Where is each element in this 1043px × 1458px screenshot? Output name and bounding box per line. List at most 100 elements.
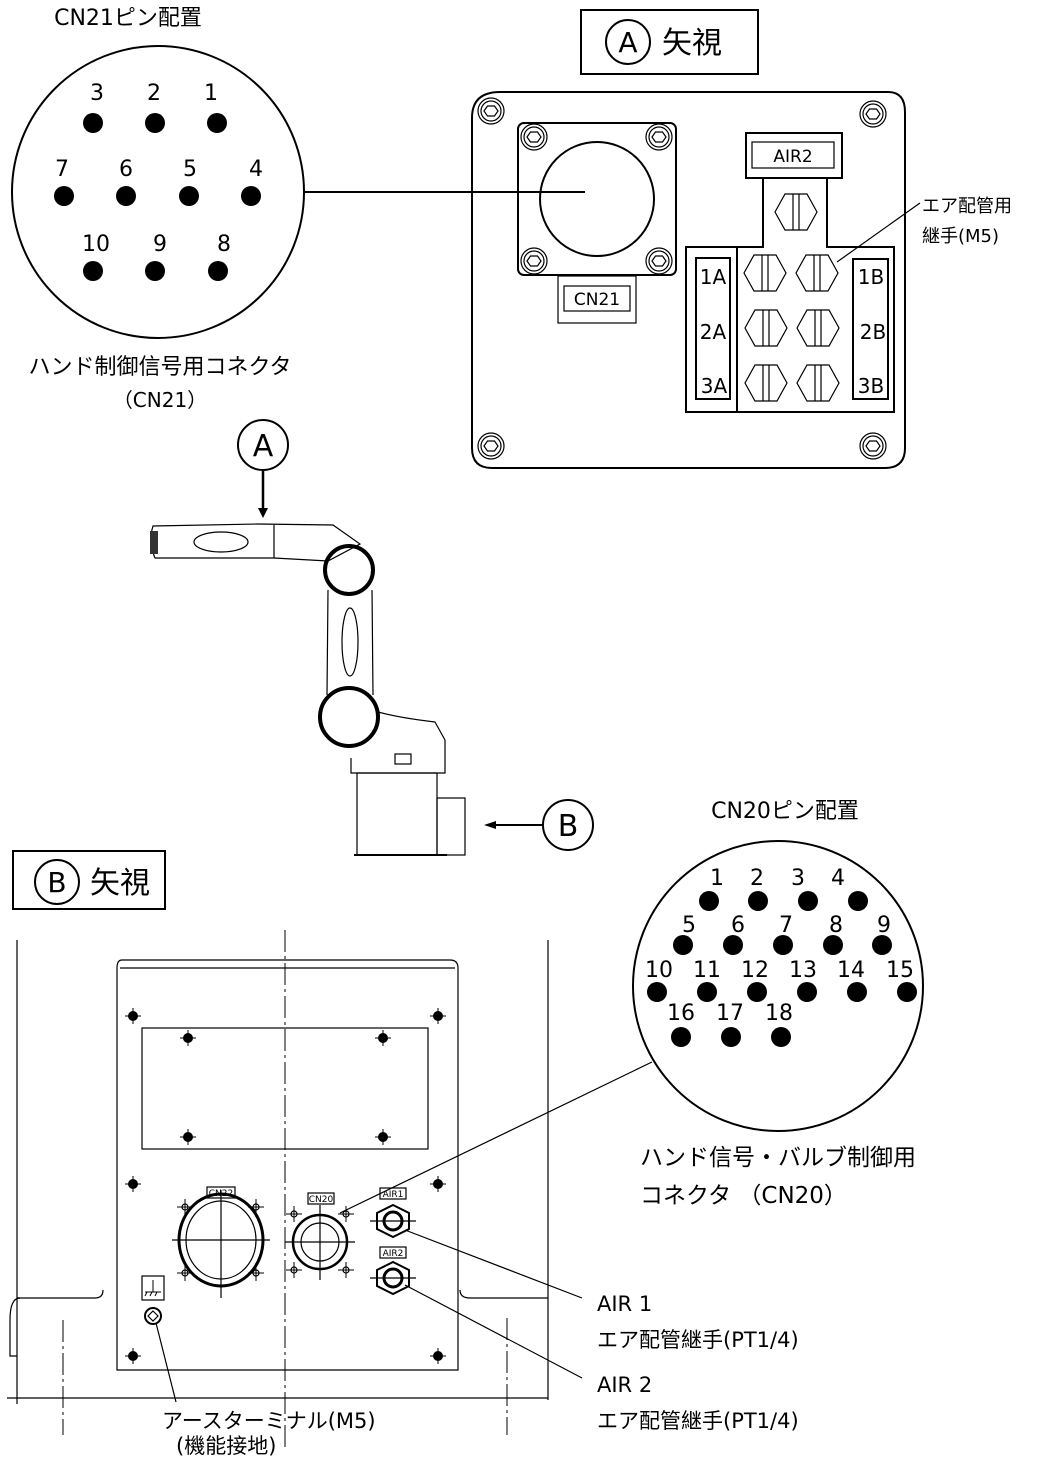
flange-bolt-icon: [645, 247, 673, 275]
robot-base-upper: [350, 711, 446, 774]
panel-screw-icon: [374, 1029, 392, 1047]
cn21-pin-label: 7: [55, 157, 69, 182]
cn20-screw-icon: [337, 1261, 355, 1279]
port-label-2b: 2B: [860, 320, 886, 344]
panel-screw-icon: [429, 1007, 447, 1025]
cn20-pin: [747, 982, 767, 1002]
air2-callout-leader: [404, 1284, 583, 1379]
air1-label-box: [379, 1187, 407, 1200]
cn21-pin: [83, 113, 103, 133]
cn21-caption: ハンド制御信号用コネクタ: [28, 355, 291, 380]
cn22-screw-icon: [247, 1264, 265, 1282]
view-b-air2-label: AIR2: [383, 1249, 404, 1259]
cn21-pin-label: 2: [147, 81, 161, 106]
plate-bolt-icon: [477, 432, 505, 460]
port-label-1b: 1B: [858, 265, 884, 289]
cn20-pin-label: 7: [779, 913, 793, 938]
cn21-flange: [517, 122, 677, 276]
cn20-pin-label: 5: [682, 913, 696, 938]
panel-screw-icon: [124, 1007, 142, 1025]
panel-cover-plate: [141, 1027, 429, 1150]
cn21-pin: [116, 186, 136, 206]
cn21-pin-label: 1: [204, 81, 218, 106]
cn22-screw-icon: [176, 1264, 194, 1282]
robot-shoulder-joint: [318, 686, 380, 748]
fitting-1b-icon: [795, 254, 839, 292]
cn20-pin: [848, 891, 868, 911]
cn22-screw-icon: [247, 1198, 265, 1216]
cn21-pin-label: 4: [249, 157, 263, 182]
cn20-pin: [647, 982, 667, 1002]
cn20-pin-label: 12: [741, 958, 769, 983]
cn21-pin: [83, 261, 103, 281]
robot-end-effector-flange: [150, 531, 158, 554]
air1-callout-title: AIR 1: [597, 1292, 652, 1316]
robot-elbow-joint: [323, 544, 375, 596]
cn20-pin-label: 10: [645, 958, 673, 983]
cn20-label-box: [307, 1192, 335, 1205]
cn22-screw-icon: [176, 1198, 194, 1216]
cn20-pin: [773, 935, 793, 955]
cn20-pin-label: 14: [837, 958, 865, 983]
cn20-screw-icon: [337, 1205, 355, 1223]
cn20-pin-label: 13: [789, 958, 817, 983]
view-b-marker-circle: [34, 859, 80, 905]
cn21-pin: [241, 186, 261, 206]
air2-label-box: [379, 1246, 407, 1259]
robot-base-rear-panel: [436, 797, 466, 856]
air2-label-box: [751, 141, 835, 169]
earth-terminal-screw-icon: [147, 1310, 159, 1322]
cn20-pin-label: 4: [831, 866, 845, 891]
base-step-line: [17, 1289, 548, 1299]
cn20-pin: [847, 982, 867, 1002]
cn21-pin-label: 3: [90, 81, 104, 106]
panel-screw-icon: [429, 1347, 447, 1365]
view-b-title: 矢視: [90, 866, 150, 901]
air1-fitting-icon: [376, 1203, 410, 1239]
earth-symbol-box: [141, 1275, 165, 1301]
cn21-pin: [179, 186, 199, 206]
robot-forearm-window: [193, 531, 249, 553]
cn20-pin: [721, 1027, 741, 1047]
cn21-receptacle: [539, 141, 655, 257]
view-b: B 矢視 CN22: [7, 850, 799, 1458]
view-a-cn21-label: CN21: [574, 290, 620, 310]
cn20-connector-face: [632, 840, 924, 1132]
view-a-plate: [471, 91, 906, 469]
cn20-pin-label: 16: [667, 1001, 695, 1026]
view-b-arrowhead-icon: [484, 821, 496, 829]
base-left-stub: [9, 1297, 21, 1357]
robot-upper-arm-edge: [371, 589, 374, 696]
view-a: A 矢視 CN21 AIR2 1A 2A 3A 1B 2B 3B: [471, 9, 1012, 469]
cn20-pin-label: 3: [791, 866, 805, 891]
panel-screw-icon: [429, 1175, 447, 1193]
flange-bolt-icon: [520, 123, 548, 151]
cn20-pin: [748, 891, 768, 911]
air2-fitting-icon: [774, 193, 818, 231]
panel-screw-icon: [124, 1175, 142, 1193]
cn20-pin-label: 6: [731, 913, 745, 938]
air1-callout-leader: [404, 1229, 583, 1299]
view-b-title-box: [12, 850, 166, 910]
port-label-3a: 3A: [701, 374, 728, 398]
cn20-pin: [671, 1027, 691, 1047]
plate-bolt-icon: [477, 97, 505, 125]
cn20-screw-icon: [285, 1205, 303, 1223]
fitting-1a-icon: [743, 254, 787, 292]
port-label-1a: 1A: [700, 265, 727, 289]
fitting-2a-icon: [744, 309, 788, 347]
view-a-marker-circle: [605, 19, 651, 65]
cn21-label-plate: [557, 275, 637, 324]
cn20-pin: [771, 1027, 791, 1047]
air1-callout-spec: エア配管継手(PT1/4): [597, 1328, 799, 1352]
cn20-screw-icon: [285, 1261, 303, 1279]
air-manifold-outline: [685, 178, 895, 413]
cn20-pin: [797, 982, 817, 1002]
cn20-pin: [723, 935, 743, 955]
cn21-pin-label: 8: [217, 232, 231, 257]
flange-bolt-icon: [645, 123, 673, 151]
view-a-direction-letter: A: [253, 429, 274, 464]
ground-icon: [144, 1280, 161, 1297]
flange-bolt-icon: [520, 247, 548, 275]
